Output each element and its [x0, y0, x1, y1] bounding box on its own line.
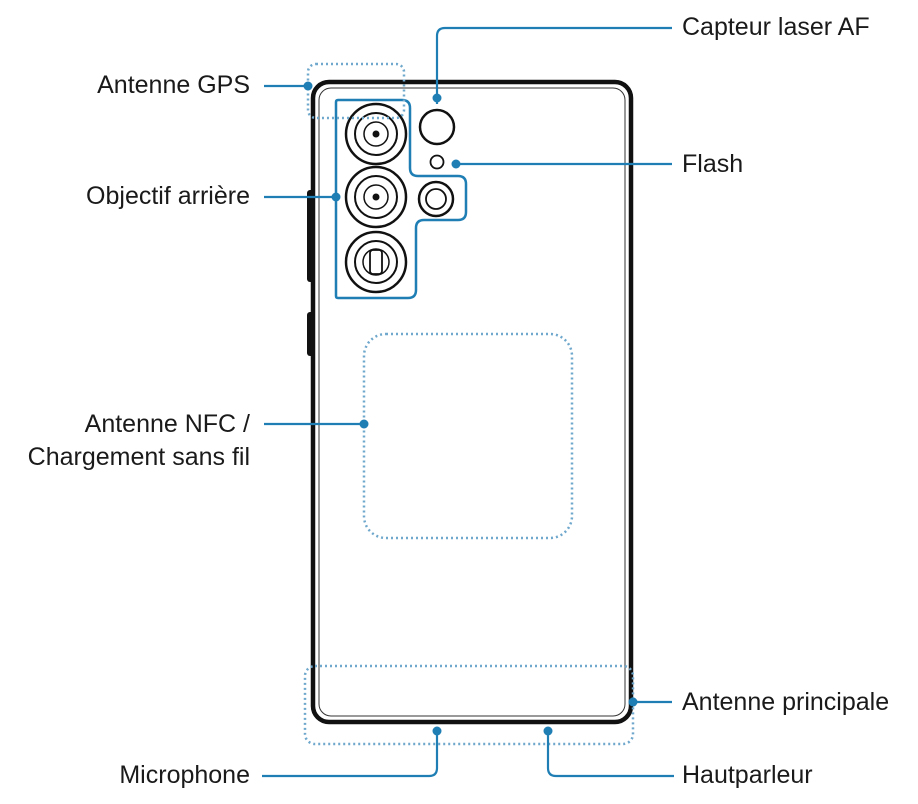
callout-microphone [262, 731, 439, 778]
label-main-antenna: Antenne principale [682, 688, 890, 716]
callout-lines [262, 26, 674, 778]
laser-af-sensor [418, 108, 456, 146]
label-microphone: Microphone [119, 761, 250, 789]
rear-lens-1 [344, 102, 408, 166]
camera-island-outline [334, 98, 468, 300]
nfc-charging-zone [362, 332, 574, 540]
rear-lens-3-periscope [344, 230, 408, 294]
phone-body-inner-edge [318, 87, 626, 717]
rear-lens-2 [344, 165, 408, 229]
callout-speaker [546, 731, 674, 778]
rear-lens-small [417, 180, 455, 218]
callout-dots [303, 81, 638, 736]
label-nfc-line1: Antenne NFC / [84, 410, 250, 438]
label-rear-lens: Objectif arrière [86, 182, 250, 210]
flash-led [429, 154, 445, 170]
label-flash: Flash [682, 150, 744, 178]
main-antenna-zone [303, 664, 635, 746]
label-laser-af: Capteur laser AF [682, 13, 870, 41]
gps-antenna-zone [306, 62, 406, 120]
label-speaker: Hautparleur [682, 761, 813, 789]
callout-laser-af [435, 26, 672, 104]
label-gps-antenna: Antenne GPS [97, 71, 250, 99]
label-nfc-line2: Chargement sans fil [27, 443, 250, 471]
